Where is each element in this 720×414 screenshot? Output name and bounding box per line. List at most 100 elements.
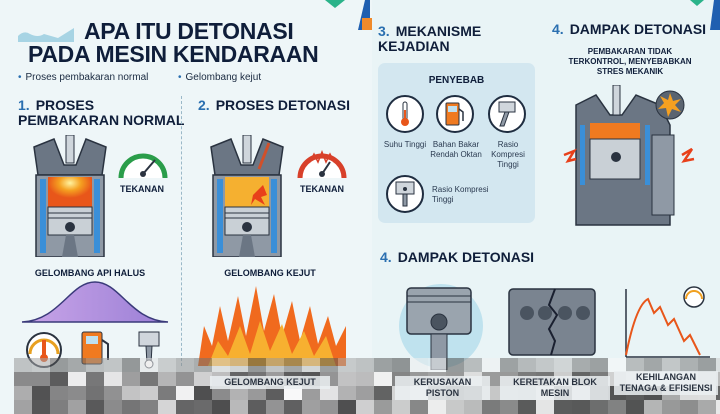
mosaic-block (176, 358, 194, 372)
mosaic-block (32, 372, 50, 386)
effect-label-block: KERETAKAN BLOK MESIN (500, 376, 610, 400)
bullet-1: Proses pembakaran normal (18, 72, 149, 83)
mosaic-block (68, 372, 86, 386)
mosaic-block (374, 386, 392, 400)
cause-label: Rasio Kompresi Tinggi (432, 185, 489, 204)
mosaic-block (518, 400, 536, 414)
mosaic-block (266, 386, 284, 400)
mosaic-block (230, 386, 248, 400)
mosaic-block (158, 386, 176, 400)
mosaic-block (248, 386, 266, 400)
gauge-label-detonation: TEKANAN (300, 184, 344, 194)
mosaic-block (266, 358, 284, 372)
pressure-gauge-high-icon (297, 149, 347, 179)
mosaic-block (464, 358, 482, 372)
mosaic-block (698, 358, 716, 372)
mosaic-block (86, 400, 104, 414)
mosaic-block (356, 386, 374, 400)
mosaic-block (572, 400, 590, 414)
mosaic-block (500, 400, 518, 414)
section4b-heading: 4.DAMPAK DETONASI (380, 249, 535, 265)
mosaic-block (716, 400, 720, 414)
mosaic-block (608, 400, 626, 414)
decor-shapes (325, 0, 372, 30)
thermometer-icon (386, 95, 424, 133)
fuel-pump-icon (436, 95, 474, 133)
effect-label-piston: KERUSAKAN PISTON (395, 376, 490, 400)
mosaic-block (104, 372, 122, 386)
mosaic-block (446, 358, 464, 372)
cause-label: Suhu Tinggi (383, 140, 427, 149)
mosaic-block (536, 358, 554, 372)
fuel-pump-icon (81, 331, 109, 365)
mosaic-block (302, 358, 320, 372)
mosaic-block (716, 372, 720, 386)
pixelated-mosaic-overlay (14, 358, 720, 414)
mosaic-block (68, 400, 86, 414)
mosaic-block (212, 400, 230, 414)
mosaic-block (446, 400, 464, 414)
piston-icon (488, 95, 526, 133)
mosaic-block (320, 400, 338, 414)
mosaic-block (86, 372, 104, 386)
mosaic-block (590, 400, 608, 414)
mosaic-block (122, 400, 140, 414)
mosaic-block (464, 400, 482, 414)
mosaic-block (194, 400, 212, 414)
wave-label-detonation: GELOMBANG KEJUT (224, 268, 316, 278)
section1-heading: 1.PROSES PEMBAKARAN NORMAL (18, 97, 185, 128)
mosaic-block (320, 386, 338, 400)
mosaic-block (230, 400, 248, 414)
mosaic-block (410, 358, 428, 372)
mosaic-block (428, 400, 446, 414)
mosaic-block (680, 400, 698, 414)
mosaic-block (338, 358, 356, 372)
mosaic-block (140, 358, 158, 372)
mosaic-block (158, 400, 176, 414)
cracked-engine-block-illustration (508, 288, 596, 356)
mosaic-block (86, 358, 104, 372)
mosaic-block (104, 400, 122, 414)
mosaic-block (50, 386, 68, 400)
mosaic-block (428, 358, 446, 372)
mosaic-block (302, 400, 320, 414)
mosaic-block (194, 358, 212, 372)
mosaic-block (644, 400, 662, 414)
mosaic-block (158, 372, 176, 386)
mosaic-block (68, 358, 86, 372)
mosaic-block (104, 358, 122, 372)
bottom-label-shockwave: GELOMBANG KEJUT (210, 376, 330, 389)
mosaic-block (536, 400, 554, 414)
mosaic-block (176, 372, 194, 386)
mosaic-block (482, 358, 500, 372)
power-loss-chart-illustration (625, 286, 710, 358)
mosaic-block (590, 358, 608, 372)
mosaic-block (158, 358, 176, 372)
mosaic-block (230, 358, 248, 372)
decor-wave (18, 28, 74, 42)
mosaic-block (50, 400, 68, 414)
mosaic-block (248, 400, 266, 414)
damaged-piston-illustration (399, 284, 483, 370)
mosaic-block (356, 358, 374, 372)
cause-label: Rasio Kompresi Tinggi (491, 140, 525, 169)
bullet-2: Gelombang kejut (178, 72, 262, 83)
mosaic-block (554, 358, 572, 372)
section2-heading: 2.PROSES DETONASI (198, 97, 351, 113)
mosaic-block (284, 386, 302, 400)
mosaic-block (86, 386, 104, 400)
mosaic-block (374, 372, 392, 386)
section4-heading: 4.DAMPAK DETONASI (552, 21, 707, 37)
pressure-gauge-normal-icon (118, 153, 168, 179)
mosaic-block (122, 372, 140, 386)
mosaic-block (284, 400, 302, 414)
mosaic-block (284, 358, 302, 372)
mosaic-block (194, 386, 212, 400)
mosaic-block (248, 358, 266, 372)
mosaic-block (392, 358, 410, 372)
mosaic-block (14, 358, 32, 372)
mosaic-block (356, 400, 374, 414)
gauge-label-normal: TEKANAN (120, 184, 164, 194)
smooth-flame-wave-curve (21, 281, 169, 323)
mosaic-block (716, 358, 720, 372)
